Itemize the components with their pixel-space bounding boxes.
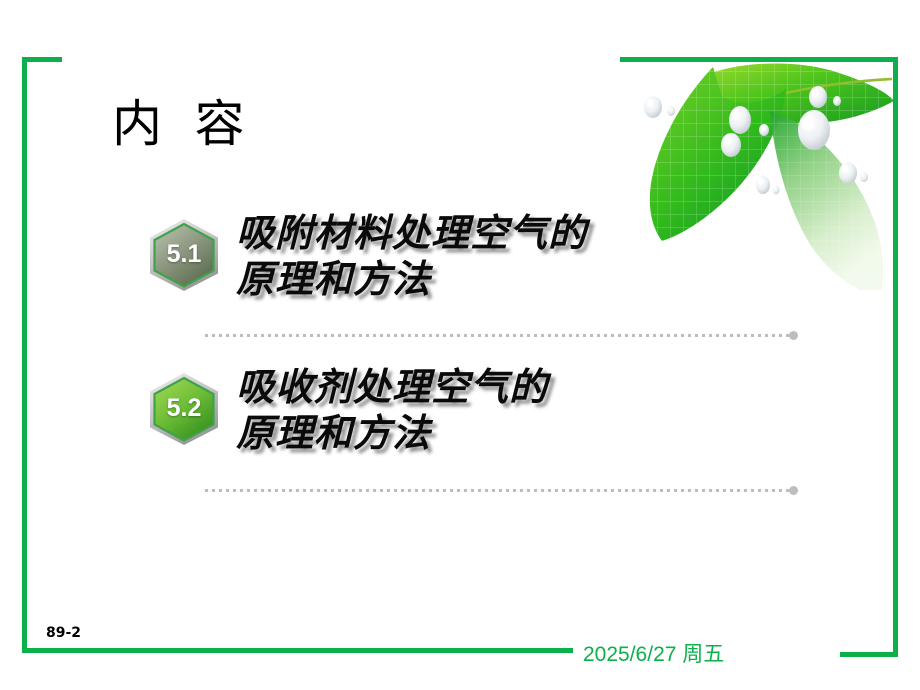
hexagon-badge-5-1-label: 5.1 — [166, 239, 202, 268]
page-title: 内 容 — [112, 96, 255, 152]
hexagon-badge-5-2: 5.2 — [148, 372, 220, 446]
frame-top-left-stub — [22, 57, 62, 62]
content-item-5-2-text: 吸收剂处理空气的 原理和方法 — [236, 365, 549, 456]
frame-bottom-right-stub — [840, 652, 898, 657]
hexagon-badge-5-2-label: 5.2 — [166, 393, 202, 422]
separator-end-dot-2 — [789, 486, 798, 495]
hexagon-badge-5-1: 5.1 — [148, 218, 220, 292]
content-item-5-1: 5.1 吸附材料处理空气的 原理和方法 — [0, 210, 920, 340]
content-item-5-1-text: 吸附材料处理空气的 原理和方法 — [236, 211, 588, 302]
frame-left-border — [22, 57, 27, 653]
separator-line-1 — [205, 334, 790, 337]
page-number: 89-2 — [46, 625, 82, 641]
footer-date: 2025/6/27 周五 — [583, 643, 725, 666]
separator-end-dot-1 — [789, 331, 798, 340]
frame-right-border — [893, 57, 898, 657]
content-item-5-2: 5.2 吸收剂处理空气的 原理和方法 — [0, 364, 920, 494]
frame-bottom-border — [22, 648, 573, 653]
separator-line-2 — [205, 489, 790, 492]
frame-top-right-border — [620, 57, 898, 62]
